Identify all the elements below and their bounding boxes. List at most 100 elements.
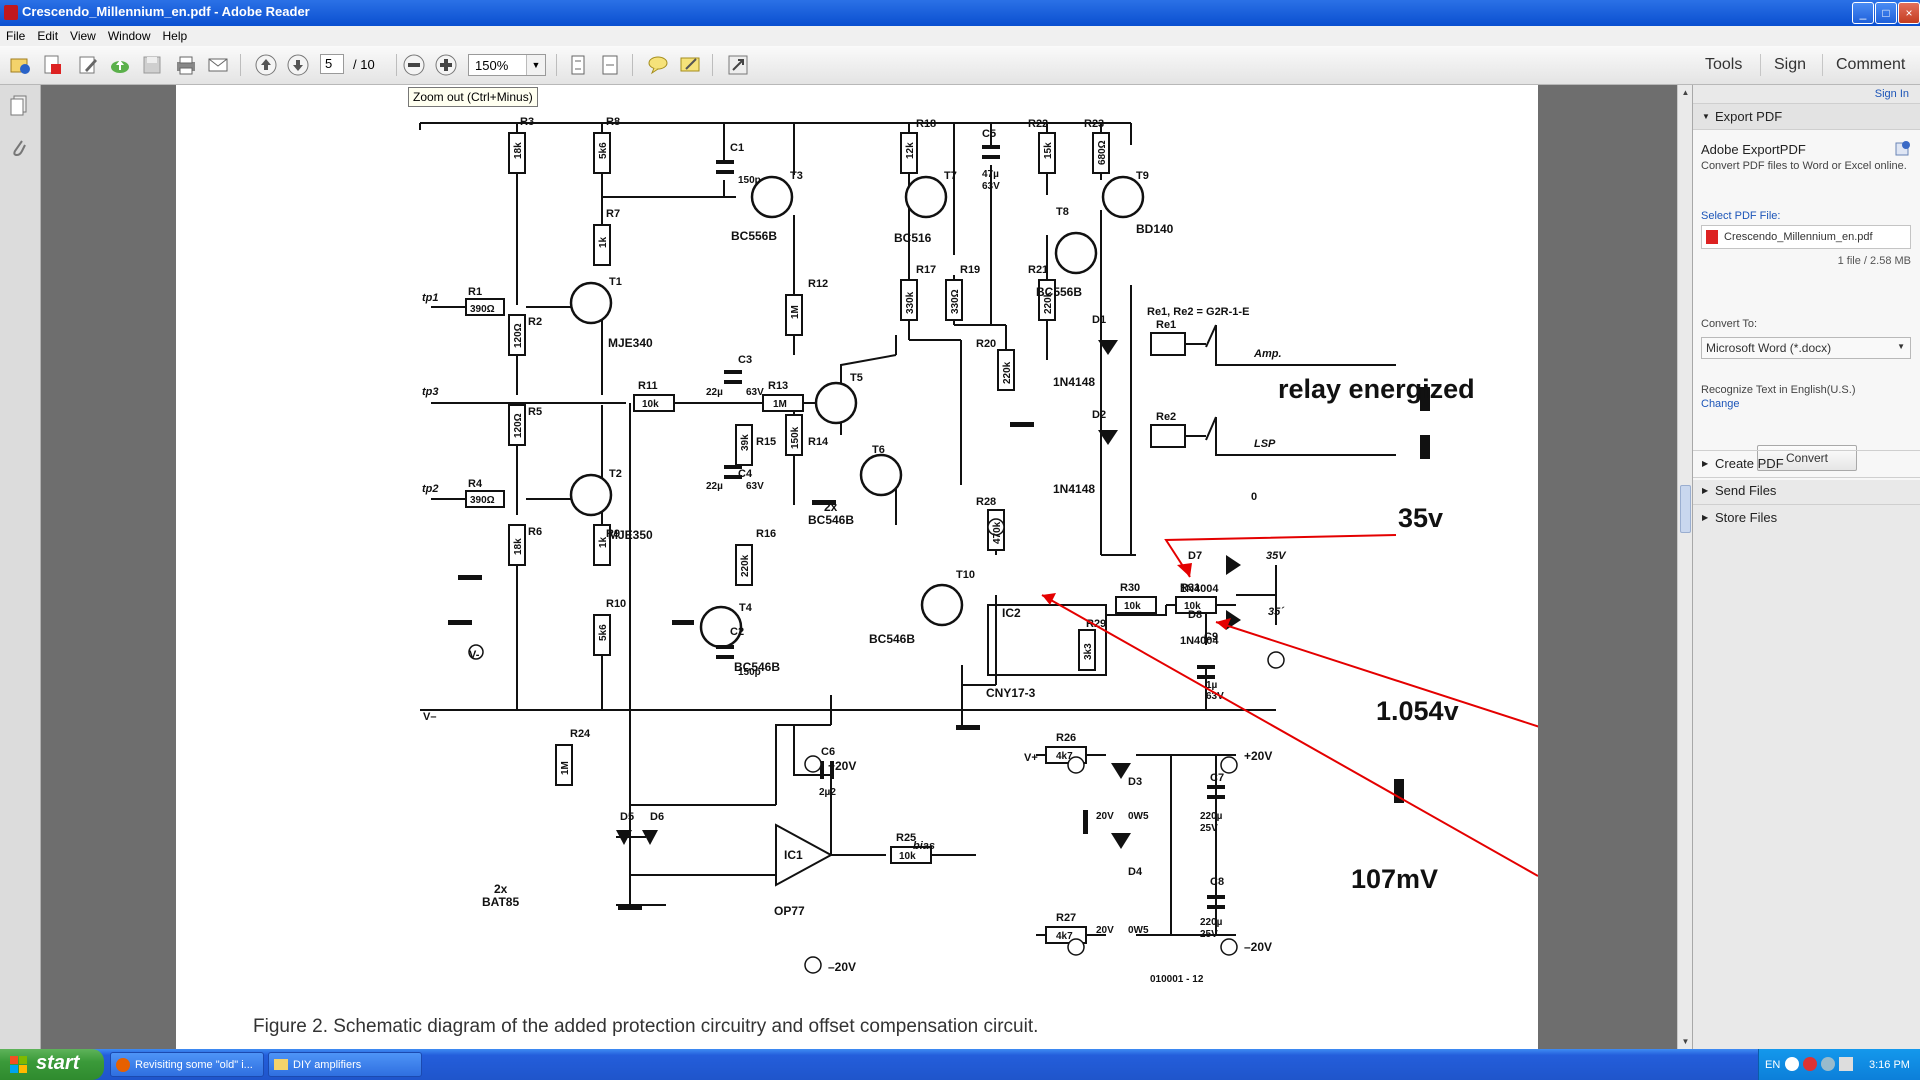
export-info-icon[interactable] bbox=[1895, 140, 1911, 156]
expand-icon[interactable] bbox=[726, 53, 750, 77]
start-button[interactable]: start bbox=[0, 1049, 104, 1080]
r29-value: 3k3 bbox=[1083, 643, 1094, 660]
r27-label: R27 bbox=[1056, 912, 1076, 924]
next-page-icon[interactable] bbox=[286, 53, 310, 77]
d4-power: 0W5 bbox=[1128, 925, 1149, 936]
zoom-in-icon[interactable] bbox=[434, 53, 458, 77]
menu-view[interactable]: View bbox=[70, 29, 96, 43]
menu-window[interactable]: Window bbox=[107, 29, 151, 43]
open-icon[interactable] bbox=[8, 53, 32, 77]
selected-file[interactable]: Crescendo_Millennium_en.pdf bbox=[1701, 225, 1911, 249]
highlight-icon[interactable] bbox=[678, 53, 702, 77]
vertical-scrollbar[interactable]: ▲ ▼ bbox=[1677, 85, 1693, 1049]
close-button[interactable]: × bbox=[1898, 2, 1920, 24]
r9-value: 1k bbox=[598, 536, 609, 548]
save-icon[interactable] bbox=[140, 53, 164, 77]
r19-value: 330Ω bbox=[950, 289, 961, 314]
taskbar-item-folder[interactable]: DIY amplifiers bbox=[268, 1052, 422, 1077]
minus20-label-b: –20V bbox=[1244, 940, 1272, 954]
adobe-export-title: Adobe ExportPDF bbox=[1701, 142, 1806, 157]
t7-label: T7 bbox=[944, 170, 957, 182]
volume-icon[interactable] bbox=[1839, 1057, 1853, 1071]
r31-label: R31 bbox=[1180, 582, 1200, 594]
print-icon[interactable] bbox=[174, 53, 198, 77]
change-link[interactable]: Change bbox=[1701, 398, 1740, 410]
send-files-section[interactable]: ▶ Send Files bbox=[1693, 477, 1920, 504]
taskbar-item-browser[interactable]: Revisiting some "old" i... bbox=[110, 1052, 264, 1077]
t4-label: T4 bbox=[739, 602, 753, 614]
t10-type: BC546B bbox=[869, 632, 915, 646]
r16-value: 220k bbox=[740, 554, 751, 577]
minimize-button[interactable]: _ bbox=[1852, 2, 1874, 24]
previous-page-icon[interactable] bbox=[254, 53, 278, 77]
help-icon[interactable] bbox=[1821, 1057, 1835, 1071]
export-pdf-header[interactable]: ▼ Export PDF bbox=[1693, 103, 1920, 130]
edit-icon[interactable] bbox=[76, 53, 100, 77]
d3-power: 0W5 bbox=[1128, 811, 1149, 822]
comment-icon[interactable] bbox=[646, 53, 670, 77]
store-files-section[interactable]: ▶ Store Files bbox=[1693, 504, 1920, 531]
c5-voltage: 63V bbox=[982, 181, 1000, 192]
t3-type: BC556B bbox=[731, 229, 777, 243]
network-icon[interactable] bbox=[1785, 1057, 1799, 1071]
create-pdf-icon[interactable] bbox=[40, 53, 64, 77]
r28-label: R28 bbox=[976, 496, 996, 508]
r21-label: R21 bbox=[1028, 264, 1048, 276]
convert-to-label: Convert To: bbox=[1701, 318, 1758, 330]
create-pdf-section[interactable]: ▶ Create PDF bbox=[1693, 450, 1920, 477]
r24-label: R24 bbox=[570, 728, 591, 740]
chevron-right-icon: ▶ bbox=[1702, 486, 1709, 495]
t2-type: MJE350 bbox=[608, 528, 653, 542]
title-bar: Crescendo_Millennium_en.pdf - Adobe Read… bbox=[0, 0, 1920, 26]
relay-energized-annotation: relay energized bbox=[1278, 374, 1475, 404]
d56-count: 2x bbox=[494, 882, 508, 896]
r5-label: R5 bbox=[528, 406, 542, 418]
language-indicator[interactable]: EN bbox=[1765, 1059, 1781, 1071]
c3-value: 22µ bbox=[706, 387, 723, 398]
c2-label: C2 bbox=[730, 626, 744, 638]
sign-link[interactable]: Sign bbox=[1774, 56, 1807, 73]
r1-value: 390Ω bbox=[470, 304, 495, 315]
email-icon[interactable] bbox=[206, 53, 230, 77]
maximize-button[interactable]: □ bbox=[1875, 2, 1897, 24]
sign-in-link[interactable]: Sign In bbox=[1874, 88, 1909, 100]
attachment-icon[interactable] bbox=[10, 137, 28, 159]
t56-type: BC546B bbox=[808, 513, 854, 527]
convert-to-select[interactable]: Microsoft Word (*.docx) ▼ bbox=[1701, 337, 1911, 359]
r24-value: 1M bbox=[560, 761, 571, 775]
pdf-page: V+ V– V- V+ 0 tp1 tp3 tp2 R1 390Ω R2 R3 … bbox=[176, 85, 1547, 1049]
zoom-out-icon[interactable] bbox=[402, 53, 426, 77]
menu-edit[interactable]: Edit bbox=[37, 29, 59, 43]
send-files-label: Send Files bbox=[1715, 483, 1777, 498]
pages-icon[interactable] bbox=[10, 95, 28, 117]
fit-width-icon[interactable] bbox=[598, 53, 622, 77]
c4-value: 22µ bbox=[706, 481, 723, 492]
security-icon[interactable] bbox=[1803, 1057, 1817, 1071]
scroll-thumb[interactable] bbox=[1680, 485, 1691, 533]
voltage-35v-annotation: 35v bbox=[1398, 503, 1443, 533]
tools-link[interactable]: Tools bbox=[1705, 56, 1743, 73]
fit-page-icon[interactable] bbox=[566, 53, 590, 77]
menu-file[interactable]: File bbox=[6, 29, 26, 43]
zoom-select[interactable]: 150% ▼ bbox=[468, 54, 546, 76]
r13-value: 1M bbox=[773, 399, 787, 410]
scroll-down-icon[interactable]: ▼ bbox=[1681, 1037, 1690, 1046]
store-files-label: Store Files bbox=[1715, 510, 1778, 525]
chevron-down-icon[interactable]: ▼ bbox=[526, 55, 545, 75]
r14-value: 150k bbox=[790, 426, 801, 449]
t5-label: T5 bbox=[850, 372, 863, 384]
page-number-input[interactable]: 5 bbox=[320, 54, 344, 74]
t8-type: BC556B bbox=[1036, 285, 1082, 299]
lsp-label: LSP bbox=[1254, 438, 1276, 450]
scroll-up-icon[interactable]: ▲ bbox=[1681, 88, 1690, 97]
menu-help[interactable]: Help bbox=[162, 29, 188, 43]
tp1-label: tp1 bbox=[422, 292, 439, 304]
clock[interactable]: 3:16 PM bbox=[1869, 1059, 1910, 1071]
r3-value: 18k bbox=[513, 142, 524, 159]
r7-label: R7 bbox=[606, 208, 620, 220]
convert-button[interactable]: Convert bbox=[1757, 445, 1857, 471]
t9-type: BD140 bbox=[1136, 222, 1174, 236]
c4-voltage: 63V bbox=[746, 481, 764, 492]
cloud-upload-icon[interactable] bbox=[108, 53, 132, 77]
comment-link[interactable]: Comment bbox=[1836, 56, 1906, 73]
